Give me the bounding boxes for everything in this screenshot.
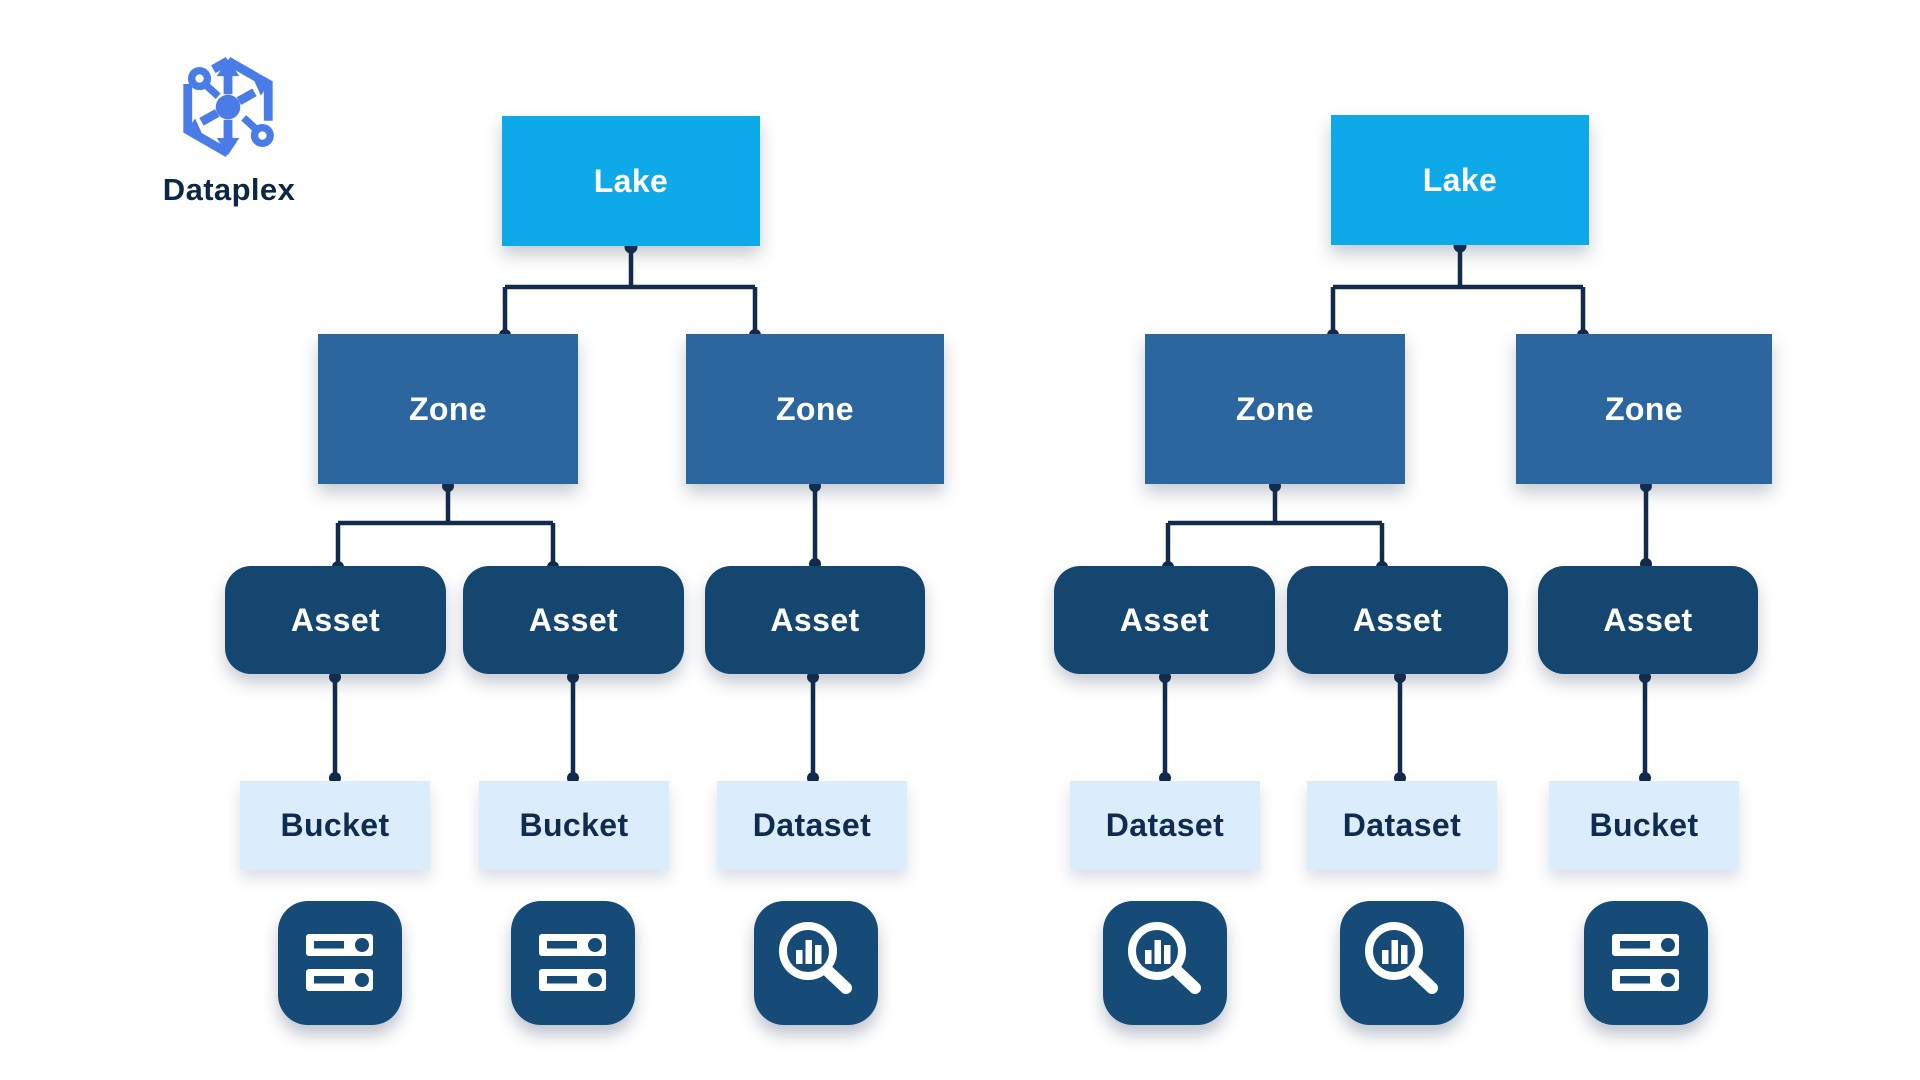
dataplex-wordmark: Dataplex	[162, 172, 296, 207]
dataplex-hex-icon	[183, 57, 274, 158]
dataplex-logo: Dataplex	[138, 48, 320, 210]
